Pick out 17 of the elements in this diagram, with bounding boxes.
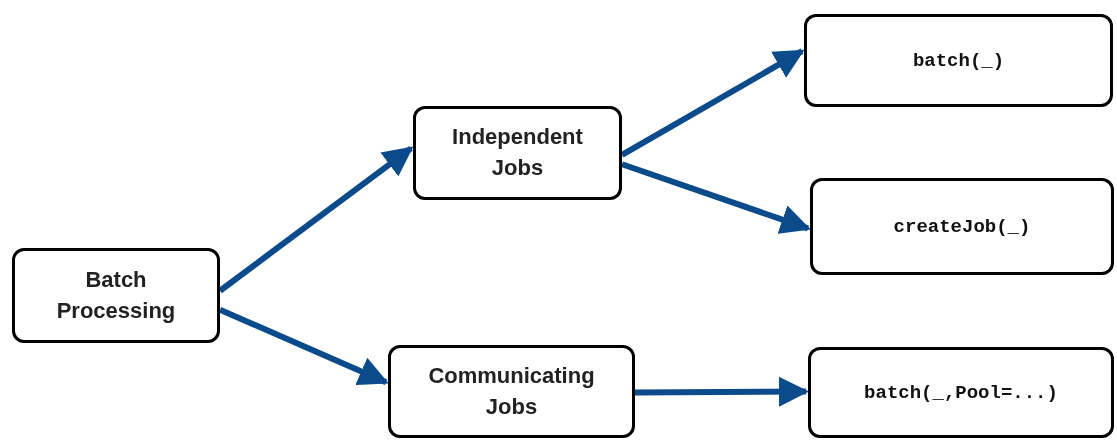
code-label: batch(_)	[912, 49, 1005, 72]
process-box	[388, 345, 635, 438]
code-box	[810, 178, 1114, 275]
node-label: Batch Processing	[55, 265, 177, 325]
node-label: Independent Jobs	[451, 123, 584, 182]
arrow	[218, 145, 414, 294]
arrow	[635, 376, 809, 407]
code-box	[808, 347, 1114, 438]
process-box	[12, 248, 220, 343]
code-box	[804, 14, 1113, 107]
process-box	[413, 106, 622, 200]
arrow	[620, 48, 805, 158]
code-label: createJob(_)	[893, 215, 1031, 238]
code-label: batch(_,Pool=...)	[864, 381, 1058, 404]
node-label: Communicating Jobs	[427, 361, 596, 421]
arrow	[218, 307, 389, 386]
arrow	[621, 161, 811, 234]
